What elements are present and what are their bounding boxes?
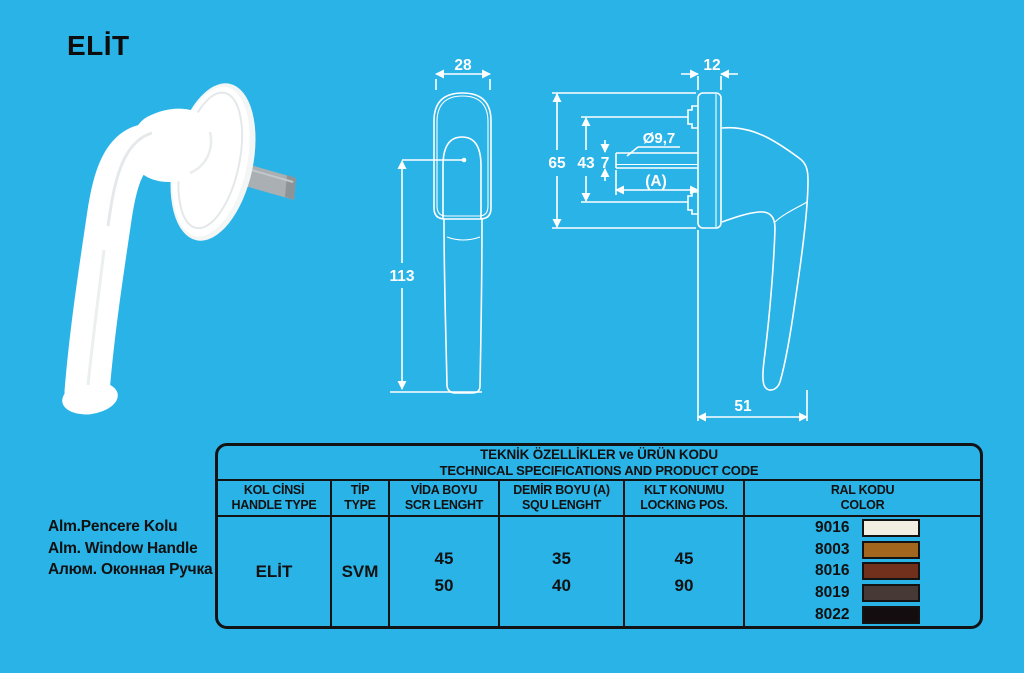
page-title: ELİT — [67, 30, 130, 61]
ral-row: 8003 — [806, 539, 920, 561]
product-description: Alm.Pencere Kolu Alm. Window Handle Алюм… — [48, 516, 213, 581]
ral-row: 9016 — [806, 517, 920, 539]
ral-swatch-8019 — [861, 584, 920, 603]
label-english: Alm. Window Handle — [48, 539, 198, 557]
label-russian: Алюм. Оконная Ручка — [48, 561, 213, 578]
dim-12-label: 12 — [703, 57, 720, 74]
spec-table: TEKNİK ÖZELLİKLER ve ÜRÜN KODU TECHNICAL… — [215, 443, 983, 629]
spec-table-title: TEKNİK ÖZELLİKLER ve ÜRÜN KODU TECHNICAL… — [218, 446, 980, 481]
col-header-ral-color: RAL KODU COLOR — [830, 483, 895, 512]
spec-table-title-en: TECHNICAL SPECIFICATIONS AND PRODUCT COD… — [439, 463, 759, 478]
cell-handle-type: ELİT — [218, 517, 332, 626]
label-turkish: Alm.Pencere Kolu — [48, 518, 178, 535]
dim-28-label: 28 — [454, 57, 472, 74]
photo-grip — [62, 108, 217, 415]
cell-locking-positions: 45 90 — [625, 517, 745, 626]
ral-swatch-8022 — [861, 606, 920, 625]
photo-spindle — [238, 162, 296, 200]
ral-swatch-8016 — [861, 562, 920, 581]
spec-table-title-tr: TEKNİK ÖZELLİKLER ve ÜRÜN KODU — [480, 447, 718, 462]
hole-diameter-label: Ø9,7 — [643, 130, 676, 147]
dim-43-label: 43 — [577, 155, 595, 172]
dim-113-label: 113 — [389, 268, 414, 285]
dim-51-label: 51 — [734, 398, 752, 415]
cell-square-lengths: 35 40 — [500, 517, 625, 626]
spec-table-header: KOL CİNSİ HANDLE TYPE TİP TYPE VİDA BOYU… — [218, 481, 980, 517]
square-length-label: (A) — [645, 173, 667, 190]
cell-type: SVM — [332, 517, 390, 626]
drawing-front-view: 28 113 — [389, 57, 492, 394]
col-header-square-length: DEMİR BOYU (A) SQU LENGHT — [500, 481, 625, 515]
dim-65-label: 65 — [548, 155, 566, 172]
spec-table-row: ELİT SVM 45 50 35 40 45 90 9016 — [218, 517, 980, 626]
cell-screw-lengths: 45 50 — [390, 517, 500, 626]
cell-ral-colors: 9016 8003 8016 8019 8022 — [745, 517, 980, 626]
col-header-type: TİP TYPE — [332, 481, 390, 515]
product-photo — [62, 83, 296, 415]
dim-7-label: 7 — [601, 155, 610, 172]
ral-row: 8016 — [806, 561, 920, 583]
ral-swatch-9016 — [861, 518, 920, 537]
col-header-locking-pos: KLT KONUMU LOCKING POS. — [625, 481, 745, 515]
ral-row: 8019 — [806, 582, 920, 604]
ral-swatch-8003 — [861, 540, 920, 559]
col-header-screw-length: VİDA BOYU SCR LENGHT — [390, 481, 500, 515]
ral-row: 8022 — [806, 604, 920, 626]
col-header-handle-type: KOL CİNSİ HANDLE TYPE — [218, 481, 332, 515]
drawing-side-view: 12 65 43 7 Ø9,7 (A) 51 — [548, 57, 809, 422]
